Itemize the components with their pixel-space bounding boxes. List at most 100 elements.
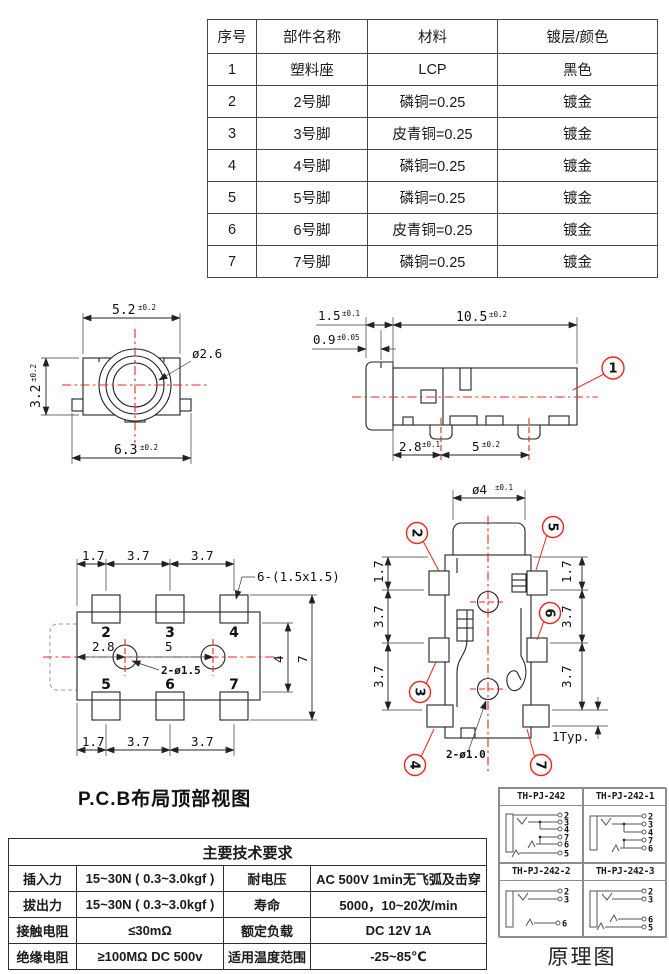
balloon-6 <box>538 601 562 625</box>
pad-number: 7 <box>229 677 239 693</box>
table-row: 绝缘电阻 ≥100MΩ DC 500v 适用温度范围 -25~85℃ <box>8 943 488 970</box>
pad-number: 5 <box>101 677 111 693</box>
dim-right-1: 1.7 <box>559 560 574 583</box>
svg-text:4: 4 <box>648 829 653 839</box>
dim-top-1: 1.7 <box>82 548 105 563</box>
dim-width-top-tol: ±0.2 <box>138 303 156 312</box>
parts-table: 序号 部件名称 材料 镀层/颜色 1 塑料座 LCP 黑色 2 2号脚 磷铜=0… <box>207 19 658 278</box>
cell: 镀金 <box>497 149 658 182</box>
svg-text:2: 2 <box>648 813 653 823</box>
cell: 镀金 <box>497 85 658 118</box>
front-view-drawing: 5.2 ±0.2 ø2.6 3.2 ±0.2 6.3 ±0.2 <box>29 303 222 464</box>
variant-title: TH-PJ-242 <box>500 789 582 806</box>
pad-number: 2 <box>101 625 111 641</box>
balloon-2 <box>405 521 429 545</box>
dim-foot2-tol: ±0.2 <box>482 440 500 449</box>
svg-text:2: 2 <box>564 888 569 898</box>
cell: 4号脚 <box>256 149 368 182</box>
cell: 皮青铜=0.25 <box>367 213 498 246</box>
cell: 磷铜=0.25 <box>367 149 498 182</box>
svg-text:3: 3 <box>564 896 569 906</box>
schematic-diagram-1: 2 3 4 7 6 <box>589 813 653 855</box>
cell: 5000，10~20次/min <box>309 891 488 918</box>
balloon-6-number: 6 <box>542 608 557 617</box>
pcb-view-caption: P.C.B布局顶部视图 <box>78 789 252 810</box>
col-header-index: 序号 <box>207 19 257 54</box>
svg-text:5: 5 <box>648 924 653 934</box>
cell: 绝缘电阻 <box>8 943 77 970</box>
pad-2 <box>91 594 121 624</box>
pcb-layout-drawing: 2 3 4 5 6 7 2.8 5 2-ø1.5 6-(1.5x1.5) 1.7… <box>43 548 340 756</box>
dim-bottom-3: 3.7 <box>191 734 214 749</box>
cell: 镀金 <box>497 213 658 246</box>
cell: 磷铜=0.25 <box>367 245 498 278</box>
cell: AC 500V 1min无飞弧及击穿 <box>309 865 488 892</box>
cell: 磷铜=0.25 <box>367 181 498 214</box>
dim-foot1: 2.8 <box>399 439 422 454</box>
pad-3 <box>155 594 185 624</box>
schematic-variant-1: TH-PJ-242-1 2 3 4 7 6 <box>583 788 667 863</box>
schematic-variant-3: TH-PJ-242-3 2 3 6 5 <box>583 863 667 938</box>
pad-number: 3 <box>165 625 175 641</box>
hole-diameter-label: ø2.6 <box>192 346 222 361</box>
cell: 4 <box>207 149 257 182</box>
cell: 镀金 <box>497 181 658 214</box>
cell: 塑料座 <box>256 53 368 86</box>
dim-cap: 1.5 <box>318 308 341 323</box>
table-row: 插入力 15~30N ( 0.3~3.0kgf ) 耐电压 AC 500V 1m… <box>8 865 488 892</box>
dim-inner: 4 <box>271 655 286 663</box>
variant-title: TH-PJ-242-2 <box>500 864 582 881</box>
cell: 1 <box>207 53 257 86</box>
table-row: 7 7号脚 磷铜=0.25 镀金 <box>207 245 658 278</box>
pad-number: 6 <box>165 677 175 693</box>
dim-left-2: 3.7 <box>371 605 386 628</box>
dim-height-tol: ±0.2 <box>29 364 38 382</box>
balloon-1 <box>601 356 625 380</box>
schematic-panel: TH-PJ-242 2 3 4 7 6 5 TH-PJ-242-1 2 3 <box>498 787 667 938</box>
pad-number: 4 <box>229 625 239 641</box>
cell: DC 12V 1A <box>309 917 488 944</box>
cell: 适用温度范围 <box>223 943 311 970</box>
cell: 6 <box>207 213 257 246</box>
cell: 拔出力 <box>8 891 77 918</box>
dim-bottom-2: 3.7 <box>127 734 150 749</box>
tech-table-title: 主要技术要求 <box>7 838 488 866</box>
svg-text:2: 2 <box>564 812 569 822</box>
schematic-diagram-0: 2 3 4 7 6 5 <box>505 812 569 860</box>
schematic-caption: 原理图 <box>547 946 617 969</box>
svg-text:7: 7 <box>648 837 653 847</box>
cell: 3 <box>207 117 257 150</box>
cell: 镀金 <box>497 117 658 150</box>
pcb-pads-label: 6-(1.5x1.5) <box>257 569 340 584</box>
cell: 5 <box>207 181 257 214</box>
pad-4 <box>219 594 249 624</box>
dim-width-bottom: 6.3 <box>114 443 137 458</box>
svg-text:6: 6 <box>648 845 653 855</box>
dim-foot1-tol: ±0.1 <box>422 440 440 449</box>
cell: -25~85℃ <box>309 943 488 970</box>
dim-body: 10.5 <box>456 310 487 325</box>
balloon-4-number: 4 <box>407 760 422 769</box>
dim-hole-pitch: 5 <box>165 639 173 654</box>
svg-text:3: 3 <box>648 821 653 831</box>
dim-body-tol: ±0.2 <box>489 310 507 319</box>
svg-text:6: 6 <box>648 916 653 926</box>
cell: 2 <box>207 85 257 118</box>
cell: 插入力 <box>8 865 77 892</box>
dim-cap-tol: ±0.1 <box>342 309 360 318</box>
balloon-7-number: 7 <box>533 760 548 769</box>
svg-text:5: 5 <box>564 850 569 860</box>
cell: 耐电压 <box>223 865 311 892</box>
schematic-diagram-2: 2 3 6 <box>505 888 569 930</box>
dim-left-3: 3.7 <box>371 665 386 688</box>
table-row: 拔出力 15~30N ( 0.3~3.0kgf ) 寿命 5000，10~20次… <box>8 891 488 918</box>
cell: 磷铜=0.25 <box>367 85 498 118</box>
table-row: 2 2号脚 磷铜=0.25 镀金 <box>207 85 658 118</box>
svg-text:4: 4 <box>564 826 569 836</box>
balloon-5 <box>541 515 565 539</box>
svg-text:6: 6 <box>562 920 567 930</box>
bottom-holes-label: 2-ø1.0 <box>446 748 486 761</box>
table-row: 4 4号脚 磷铜=0.25 镀金 <box>207 149 658 182</box>
cell: ≤30mΩ <box>76 917 224 944</box>
